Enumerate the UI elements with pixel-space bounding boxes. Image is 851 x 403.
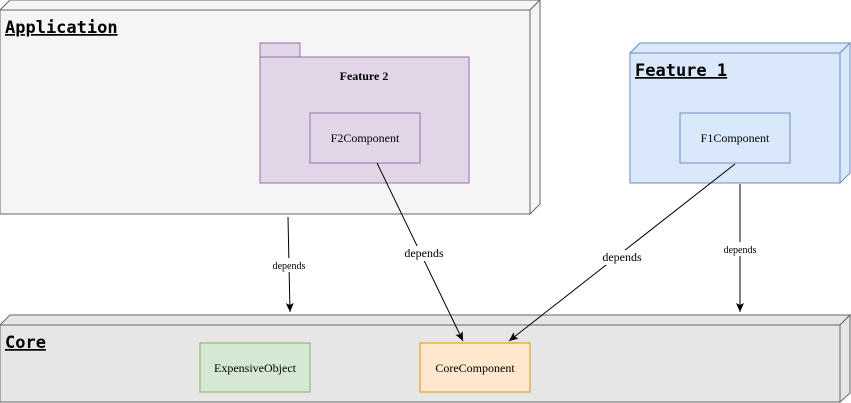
- f1-component: F1Component: [679, 112, 791, 164]
- f2-component-label: F2Component: [331, 131, 400, 145]
- feature1-node-label: Feature 1: [635, 61, 727, 81]
- application-node-label: Application: [5, 18, 118, 38]
- core-component-label: CoreComponent: [435, 361, 515, 375]
- core-component: CoreComponent: [419, 342, 531, 393]
- edge-f1-to-corecomponent: depends: [508, 163, 736, 342]
- edge-f1-to-corecomponent-label: depends: [602, 250, 642, 264]
- f2-component: F2Component: [309, 112, 421, 164]
- expensive-object-component: ExpensiveObject: [199, 342, 311, 393]
- feature2-package-label: Feature 2: [340, 69, 389, 83]
- f1-component-label: F1Component: [701, 131, 770, 145]
- edge-application-to-core: depends: [268, 216, 310, 313]
- edge-application-to-core-label: depends: [273, 261, 306, 272]
- core-node-label: Core: [5, 333, 46, 353]
- edge-f2-to-corecomponent-label: depends: [404, 246, 444, 260]
- edge-feature1-to-core: depends: [719, 184, 761, 312]
- edge-f2-to-corecomponent: depends: [376, 162, 464, 342]
- edge-feature1-to-core-label: depends: [724, 245, 757, 256]
- expensive-object-label: ExpensiveObject: [214, 361, 297, 375]
